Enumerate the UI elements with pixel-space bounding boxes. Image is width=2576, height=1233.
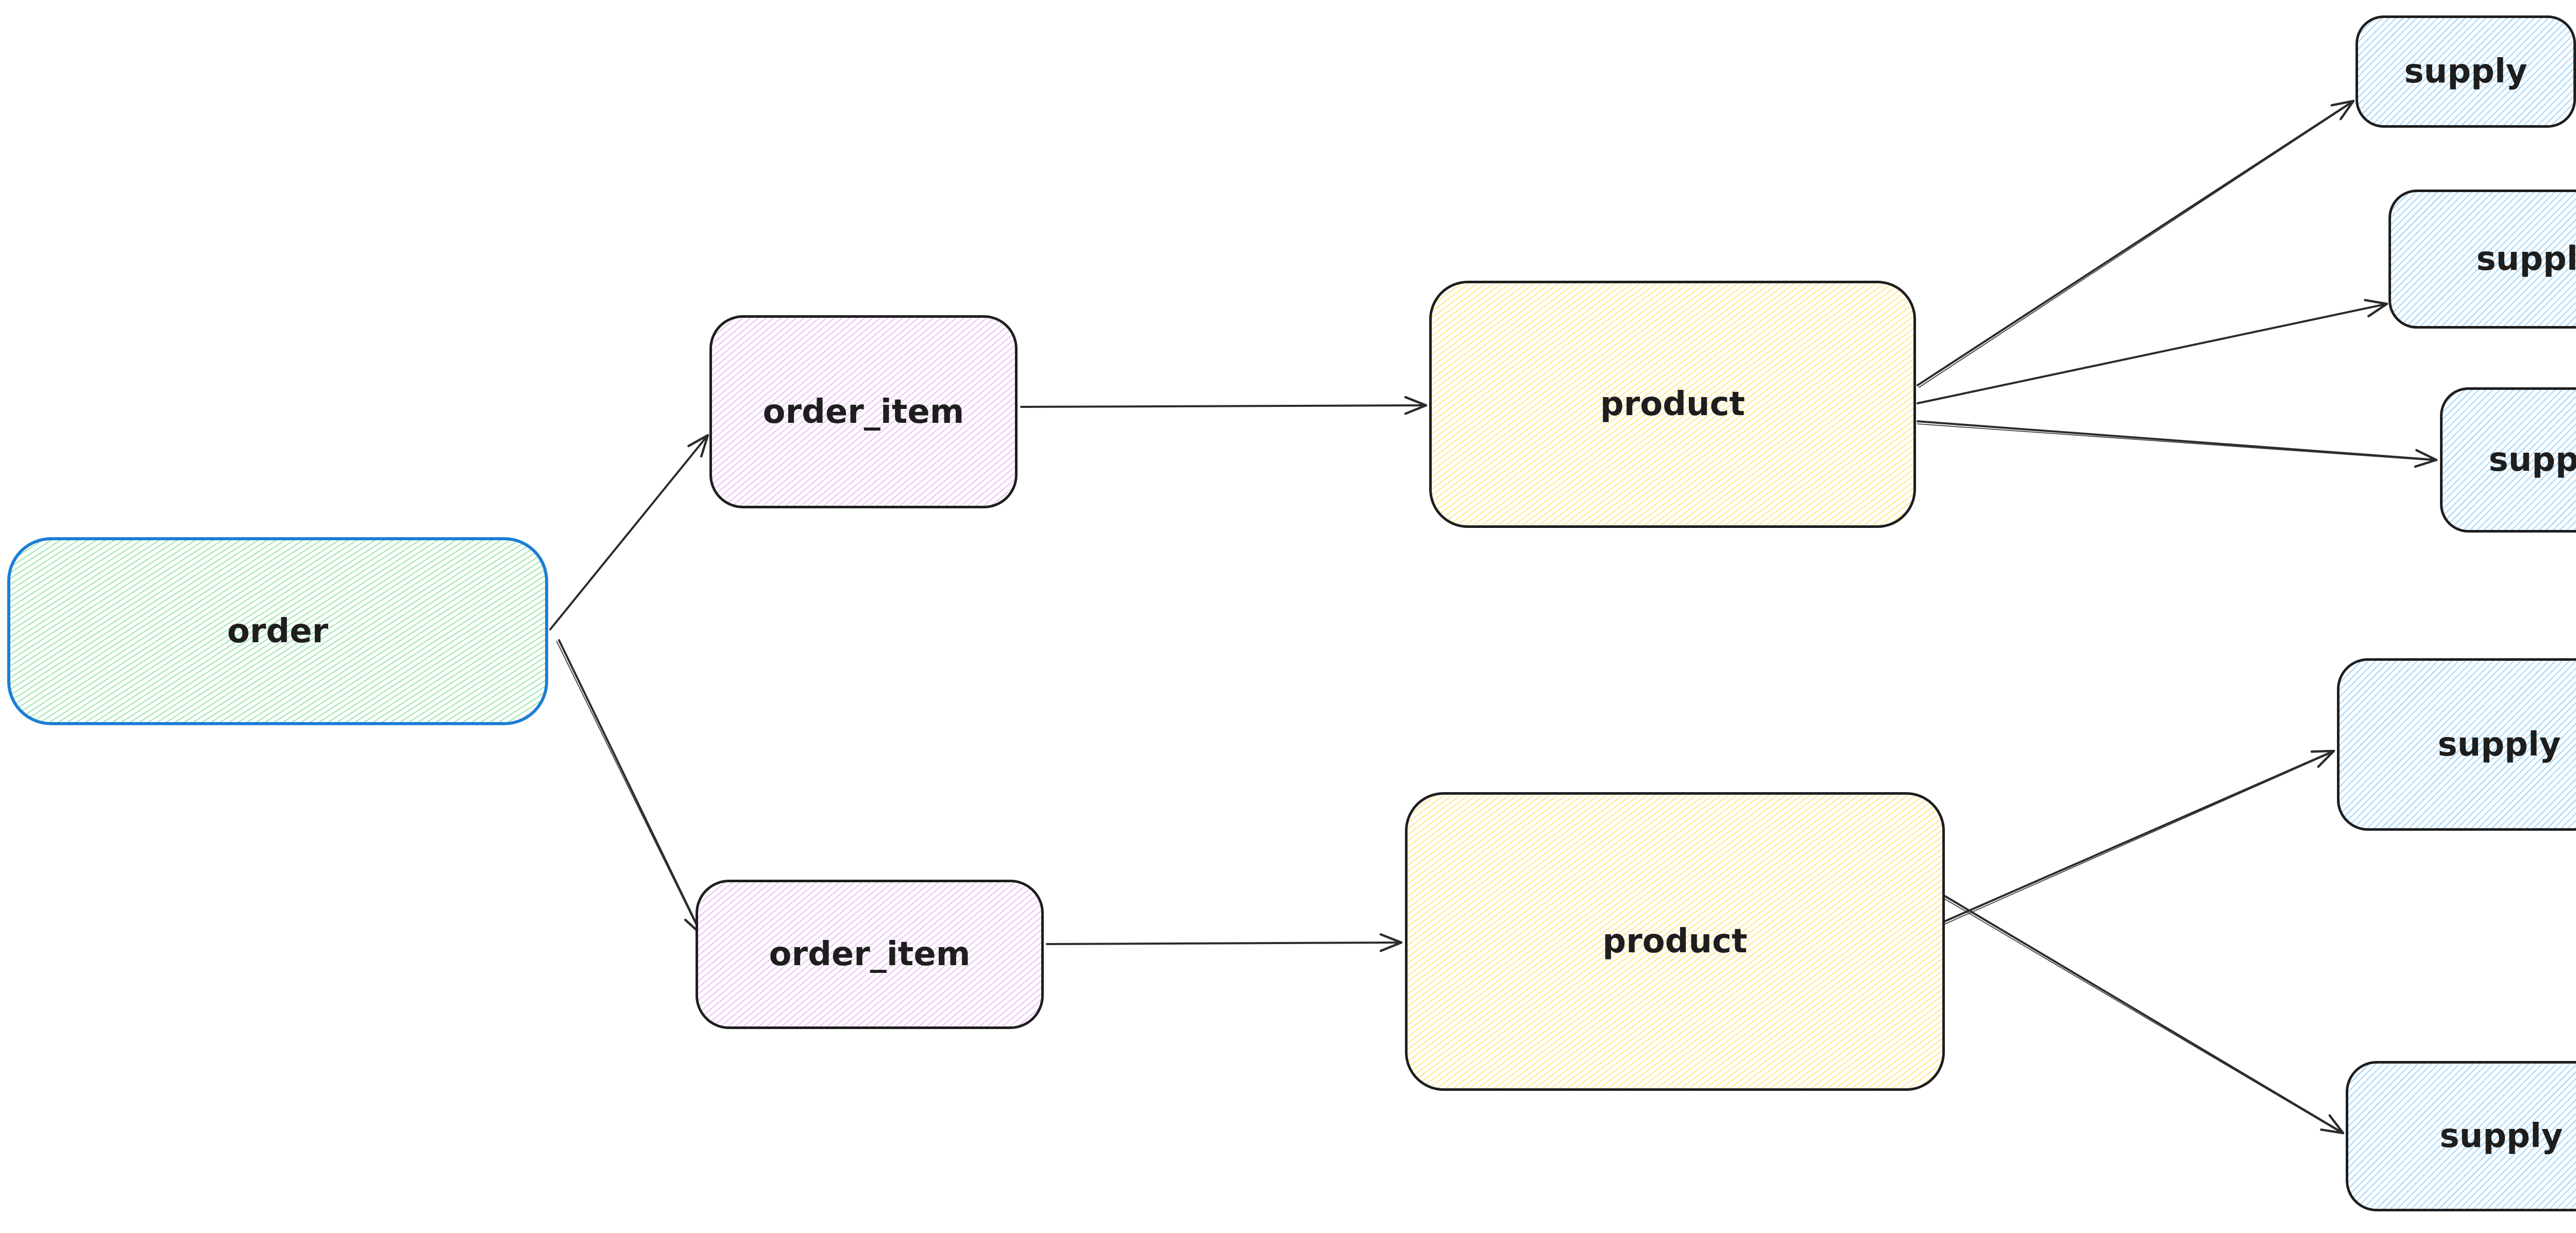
arrow-order-to-order_item_2[interactable] — [558, 639, 703, 936]
arrow-product_1-to-supply_2[interactable] — [1917, 299, 2388, 404]
node-order-item-1-label: order_item — [762, 392, 964, 431]
arrow-order-to-order_item_1[interactable] — [549, 434, 709, 630]
node-product-1-label: product — [1600, 385, 1745, 423]
node-order-label: order — [227, 612, 329, 650]
arrow-product_2-to-supply_4[interactable] — [1942, 749, 2335, 923]
arrow-order_item_2-to-product_2[interactable] — [1046, 933, 1403, 952]
node-supply-2-label: supply — [2476, 240, 2576, 278]
node-supply-1-label: supply — [2404, 53, 2528, 91]
node-supply-1[interactable]: supply — [2355, 15, 2576, 128]
arrow-product_2-to-supply_5[interactable] — [1942, 894, 2345, 1135]
node-product-2-label: product — [1602, 922, 1748, 961]
arrow-sketch-stroke — [1918, 101, 2354, 388]
node-order-item-1[interactable]: order_item — [709, 315, 1018, 508]
node-order[interactable]: order — [7, 537, 548, 725]
arrow-sketch-stroke — [1917, 423, 2437, 461]
arrow-product_1-to-supply_3[interactable] — [1917, 420, 2438, 468]
node-supply-5[interactable]: supply — [2346, 1061, 2576, 1211]
arrow-product_1-to-supply_1[interactable] — [1917, 99, 2355, 386]
node-order-item-2-label: order_item — [769, 935, 971, 973]
node-supply-4[interactable]: supply — [2337, 658, 2576, 831]
arrow-sketch-stroke — [1944, 751, 2335, 925]
arrow-sketch-stroke — [1941, 897, 2344, 1135]
node-supply-3[interactable]: supply — [2440, 387, 2576, 533]
node-supply-3-label: supply — [2488, 441, 2576, 479]
node-supply-2[interactable]: supply — [2388, 190, 2576, 329]
node-supply-5-label: supply — [2439, 1117, 2563, 1155]
node-product-2[interactable]: product — [1405, 792, 1945, 1091]
node-supply-4-label: supply — [2437, 725, 2561, 764]
arrow-order_item_1-to-product_1[interactable] — [1020, 396, 1428, 415]
node-order-item-2[interactable]: order_item — [696, 880, 1044, 1029]
node-product-1[interactable]: product — [1429, 281, 1916, 528]
arrow-sketch-stroke — [556, 641, 702, 936]
